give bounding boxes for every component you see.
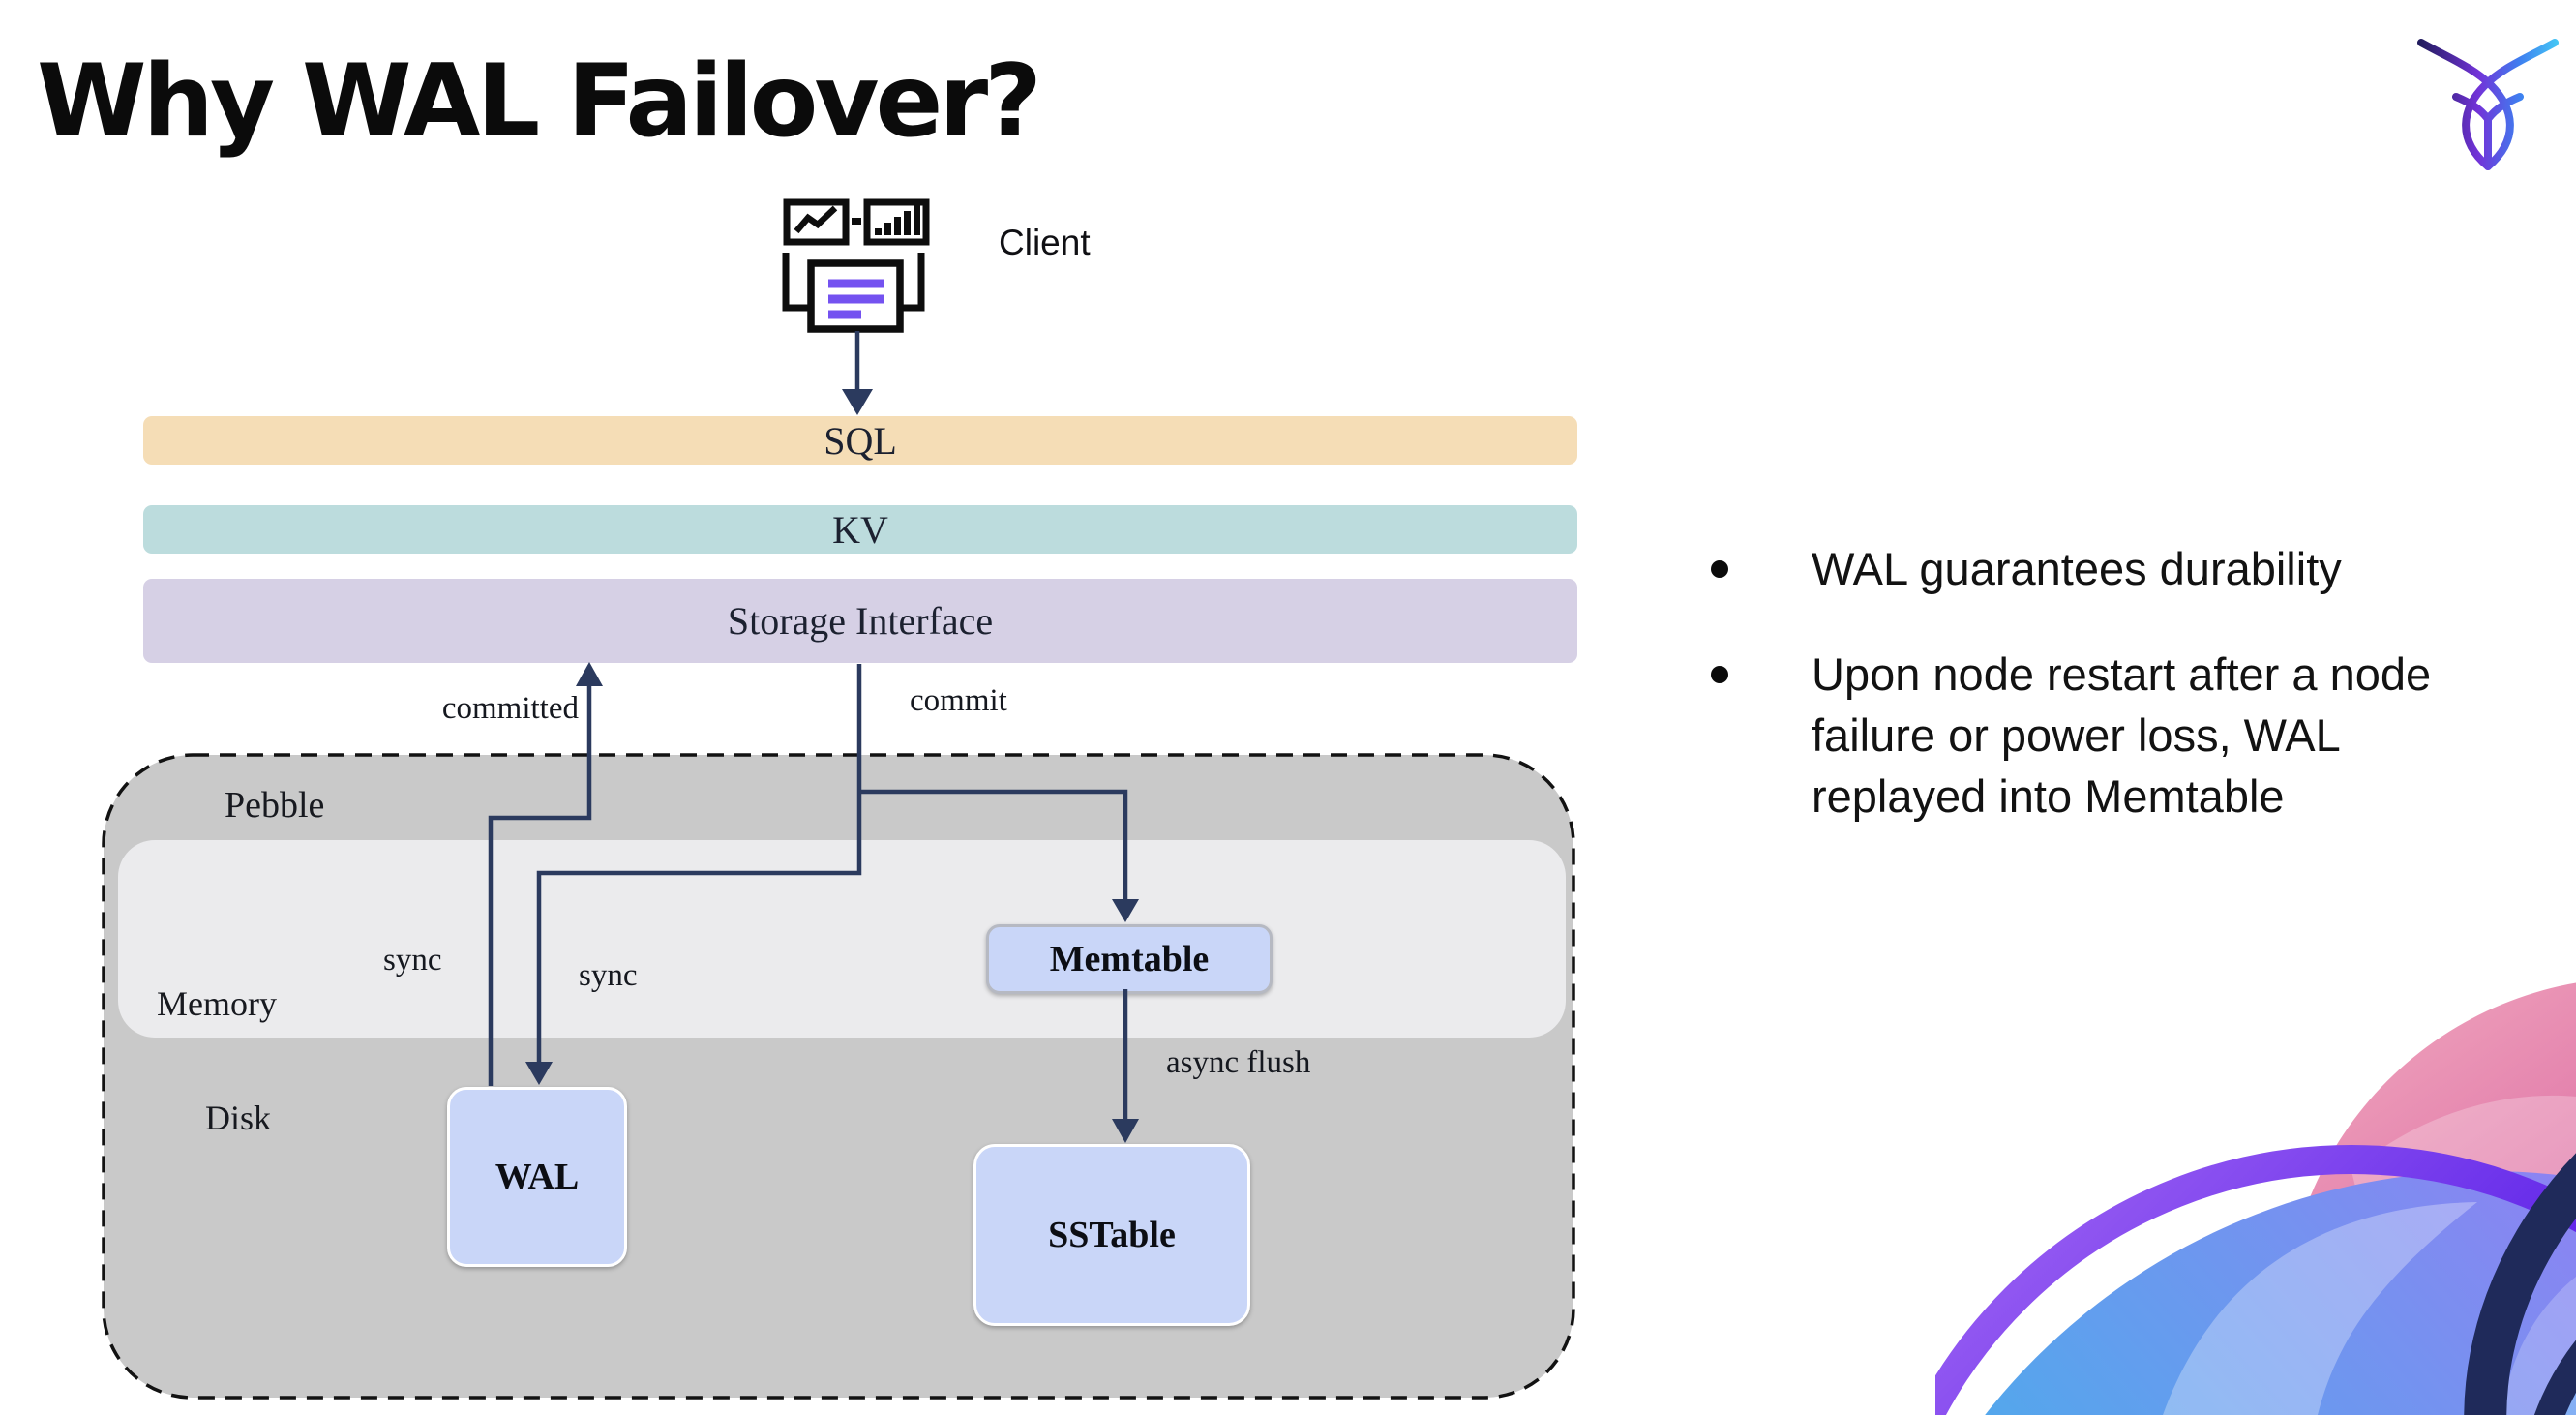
bullet-dot-icon <box>1711 666 1728 683</box>
client-devices-icon <box>782 198 930 333</box>
memory-region <box>118 840 1566 1038</box>
sync-right-edge-label: sync <box>579 958 638 993</box>
pebble-region <box>102 753 1575 1400</box>
sstable-box: SSTable <box>973 1144 1250 1326</box>
art-navy-leaf <box>2533 1340 2576 1415</box>
art-navy-curve <box>2464 1153 2576 1415</box>
roach-body-left <box>2462 39 2559 170</box>
cockroachdb-logo-icon <box>2417 39 2559 170</box>
document-text-lines <box>828 279 884 319</box>
sync-left-edge-label: sync <box>383 943 442 978</box>
memory-label: Memory <box>157 984 277 1023</box>
bullet-dot-icon <box>1711 560 1728 578</box>
list-item: WAL guarantees durability <box>1711 538 2514 599</box>
line-chart-glyph <box>794 205 838 234</box>
sstable-arrowhead <box>1112 1119 1139 1143</box>
bullet-list: WAL guarantees durability Upon node rest… <box>1711 538 2514 871</box>
committed-arrowhead <box>576 662 603 686</box>
roach-body-right <box>2417 39 2514 170</box>
client-label: Client <box>999 223 1091 262</box>
line-chart-icon <box>783 198 850 246</box>
pebble-label: Pebble <box>225 785 325 826</box>
memtable-arrowhead <box>1112 899 1139 922</box>
bullet-text: WAL guarantees durability <box>1812 543 2342 594</box>
commit-arrowhead <box>525 1062 553 1085</box>
art-blue-sphere <box>1985 1171 2576 1415</box>
list-item: Upon node restart after a node failure o… <box>1711 644 2514 827</box>
art-blue-petal-left <box>2163 1202 2477 1415</box>
layer-sql: SQL <box>143 416 1577 465</box>
wal-box: WAL <box>447 1087 627 1267</box>
memtable-box: Memtable <box>986 924 1273 994</box>
bar-chart-icon <box>863 198 930 246</box>
bracket-left <box>782 253 817 312</box>
layer-kv: KV <box>143 505 1577 554</box>
layer-storage-interface: Storage Interface <box>143 579 1577 663</box>
committed-arrow-line <box>488 685 592 1086</box>
committed-edge-label: committed <box>441 691 579 726</box>
commit-arrow-line <box>536 664 862 1063</box>
page-title: Why WAL Failover? <box>37 44 1042 160</box>
commit-edge-label: commit <box>910 683 1007 718</box>
async-flush-edge-label: async flush <box>1166 1045 1311 1080</box>
commit-to-memtable-arrow-line <box>859 789 1128 900</box>
client-to-sql-arrowhead <box>842 389 873 415</box>
art-purple-ring <box>1935 1145 2576 1415</box>
bar-chart-glyph <box>875 205 920 235</box>
bullet-text: Upon node restart after a node failure o… <box>1812 648 2432 822</box>
cockroachdb-brand-art <box>1935 982 2576 1415</box>
roach-y-right <box>2484 93 2524 123</box>
dash-glyph <box>852 218 861 225</box>
disk-label: Disk <box>205 1099 272 1137</box>
